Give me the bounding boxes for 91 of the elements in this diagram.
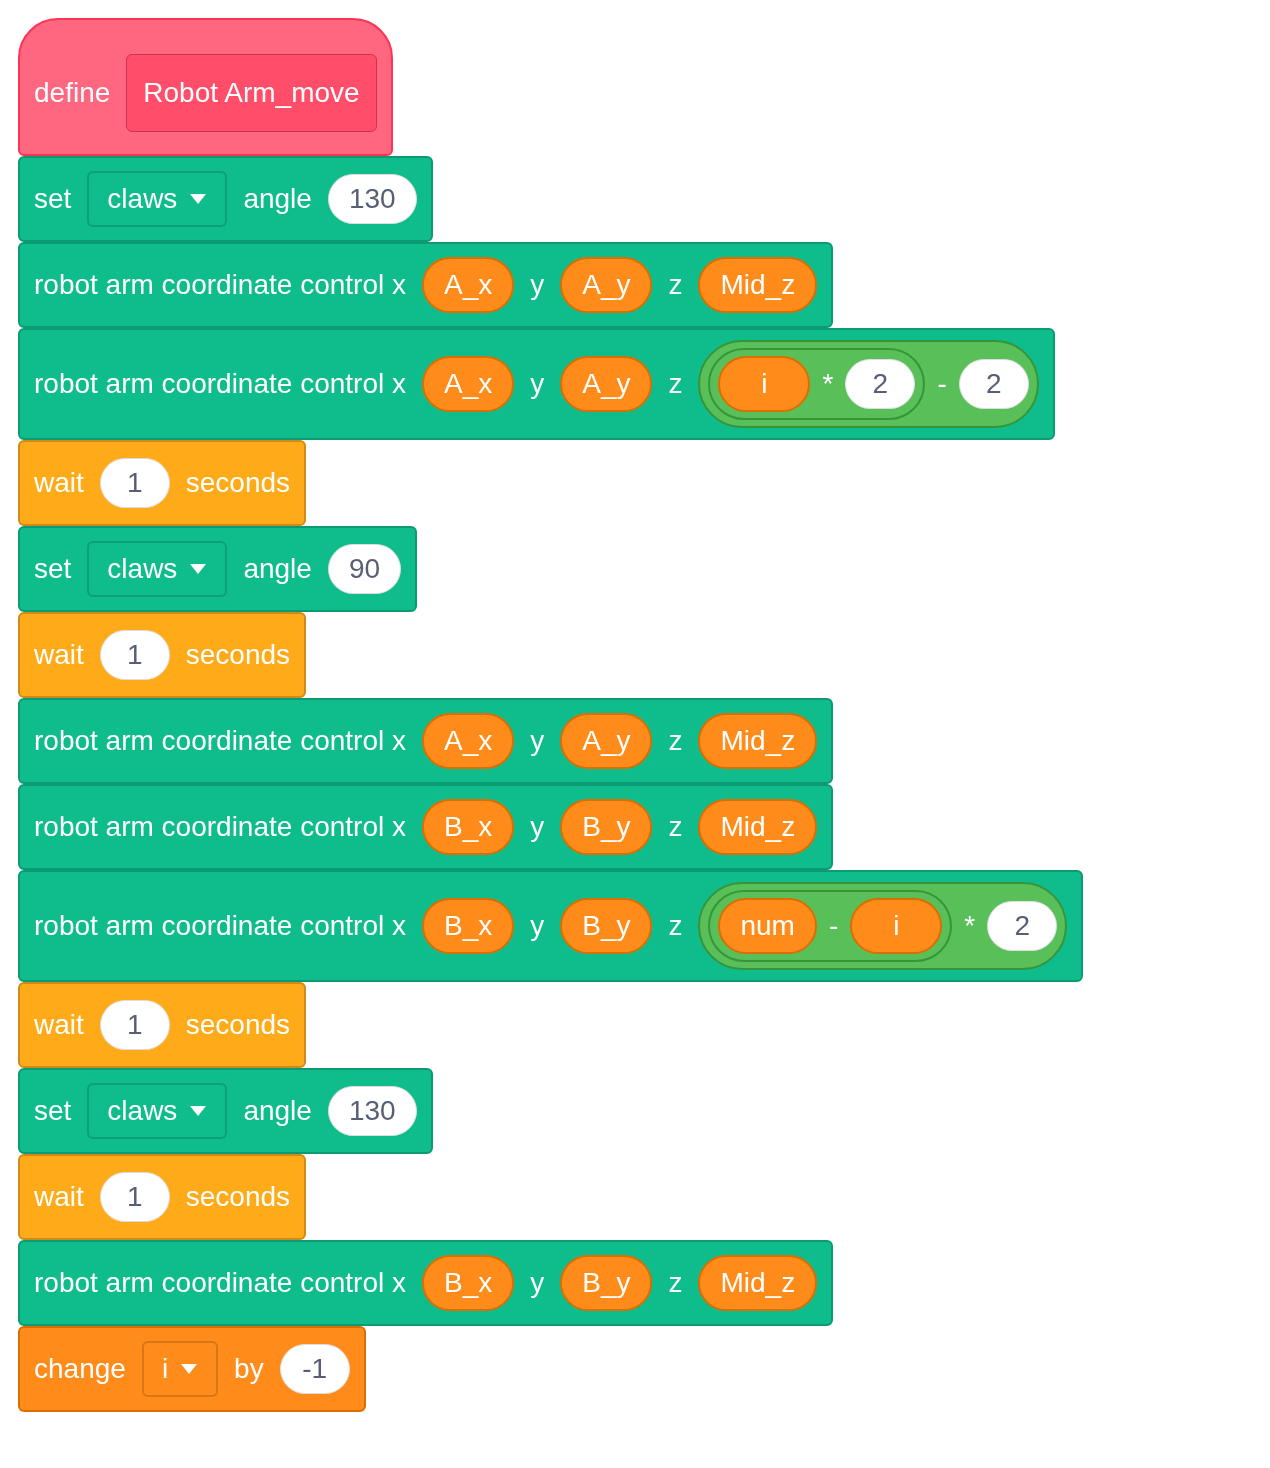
block-label: set [34, 553, 72, 585]
dropdown-menu: claws [87, 1083, 228, 1139]
operator-sign: * [822, 368, 834, 400]
number-input: 1 [99, 458, 170, 508]
command-block [18, 526, 418, 612]
variable-reporter: Mid_z [698, 257, 818, 313]
block-label: y [530, 368, 545, 400]
number-input: 2 [845, 359, 916, 409]
block-label: z [668, 910, 683, 942]
block-label: z [668, 811, 683, 843]
block-label: y [530, 725, 545, 757]
command-block [18, 328, 1055, 440]
variable-reporter: i [850, 898, 943, 954]
block-label: angle [243, 553, 312, 585]
number-input: 2 [958, 359, 1029, 409]
block-label: wait [34, 1181, 84, 1213]
number-input: 1 [99, 630, 170, 680]
block-label: robot arm coordinate control x [34, 1267, 406, 1299]
variable-reporter: B_y [560, 898, 653, 954]
block-label: robot arm coordinate control x [34, 269, 406, 301]
operator-sign: * [964, 910, 976, 942]
block-label: y [530, 1267, 545, 1299]
wait-block [18, 1154, 307, 1240]
number-input: 130 [327, 174, 417, 224]
block-label: change [34, 1353, 126, 1385]
block-label: seconds [185, 639, 291, 671]
variable-reporter: B_x [421, 1255, 515, 1311]
dropdown-menu: claws [87, 541, 228, 597]
number-input: -1 [279, 1344, 350, 1394]
block-label: y [530, 811, 545, 843]
number-input: 130 [327, 1086, 417, 1136]
command-block [18, 698, 834, 784]
variable-reporter: A_y [560, 257, 653, 313]
block-label: robot arm coordinate control x [34, 811, 406, 843]
variable-reporter: B_y [560, 1255, 653, 1311]
block-label: seconds [185, 467, 291, 499]
block-label: set [34, 1095, 72, 1127]
dropdown-menu: claws [87, 171, 228, 227]
number-input: 2 [987, 901, 1058, 951]
block-label: z [668, 269, 683, 301]
variable-reporter: B_y [560, 799, 653, 855]
number-input: 90 [327, 544, 402, 594]
block-label: seconds [185, 1009, 291, 1041]
block-label: z [668, 368, 683, 400]
variable-reporter: B_x [421, 898, 515, 954]
custom-block-name: Robot Arm_move [126, 54, 377, 132]
variable-reporter: Mid_z [698, 799, 818, 855]
block-label: by [234, 1353, 264, 1385]
variable-block [18, 1326, 366, 1412]
wait-block [18, 982, 307, 1068]
block-label: angle [243, 183, 312, 215]
block-label: y [530, 910, 545, 942]
block-label: z [668, 1267, 683, 1299]
block-label: wait [34, 1009, 84, 1041]
command-block [18, 784, 834, 870]
block-label: wait [34, 639, 84, 671]
operator-sign: - [828, 910, 839, 942]
block-label: define [34, 77, 111, 109]
block-label: angle [243, 1095, 312, 1127]
wait-block [18, 612, 307, 698]
command-block [18, 1240, 834, 1326]
dropdown-menu: i [141, 1341, 219, 1397]
operator-sign: - [937, 368, 947, 400]
variable-reporter: Mid_z [698, 1255, 818, 1311]
number-input: 1 [99, 1000, 170, 1050]
variable-reporter: A_y [560, 356, 653, 412]
block-label: set [34, 183, 72, 215]
command-block [18, 156, 433, 242]
variable-reporter: Mid_z [698, 713, 818, 769]
variable-reporter: B_x [421, 799, 515, 855]
command-block [18, 242, 834, 328]
variable-reporter: A_y [560, 713, 653, 769]
operator-block [708, 890, 953, 962]
variable-reporter: A_x [421, 257, 515, 313]
block-label: wait [34, 467, 84, 499]
block-label: z [668, 725, 683, 757]
command-block [18, 1068, 433, 1154]
block-label: robot arm coordinate control x [34, 910, 406, 942]
block-label: robot arm coordinate control x [34, 725, 406, 757]
variable-reporter: A_x [421, 356, 515, 412]
block-label: seconds [185, 1181, 291, 1213]
define-hat-block [18, 18, 393, 156]
number-input: 1 [99, 1172, 170, 1222]
block-label: y [530, 269, 545, 301]
variable-reporter: A_x [421, 713, 515, 769]
wait-block [18, 440, 307, 526]
command-block [18, 870, 1084, 982]
operator-block [708, 348, 926, 420]
variable-reporter: num [718, 898, 817, 954]
variable-reporter: i [718, 356, 811, 412]
block-label: robot arm coordinate control x [34, 368, 406, 400]
